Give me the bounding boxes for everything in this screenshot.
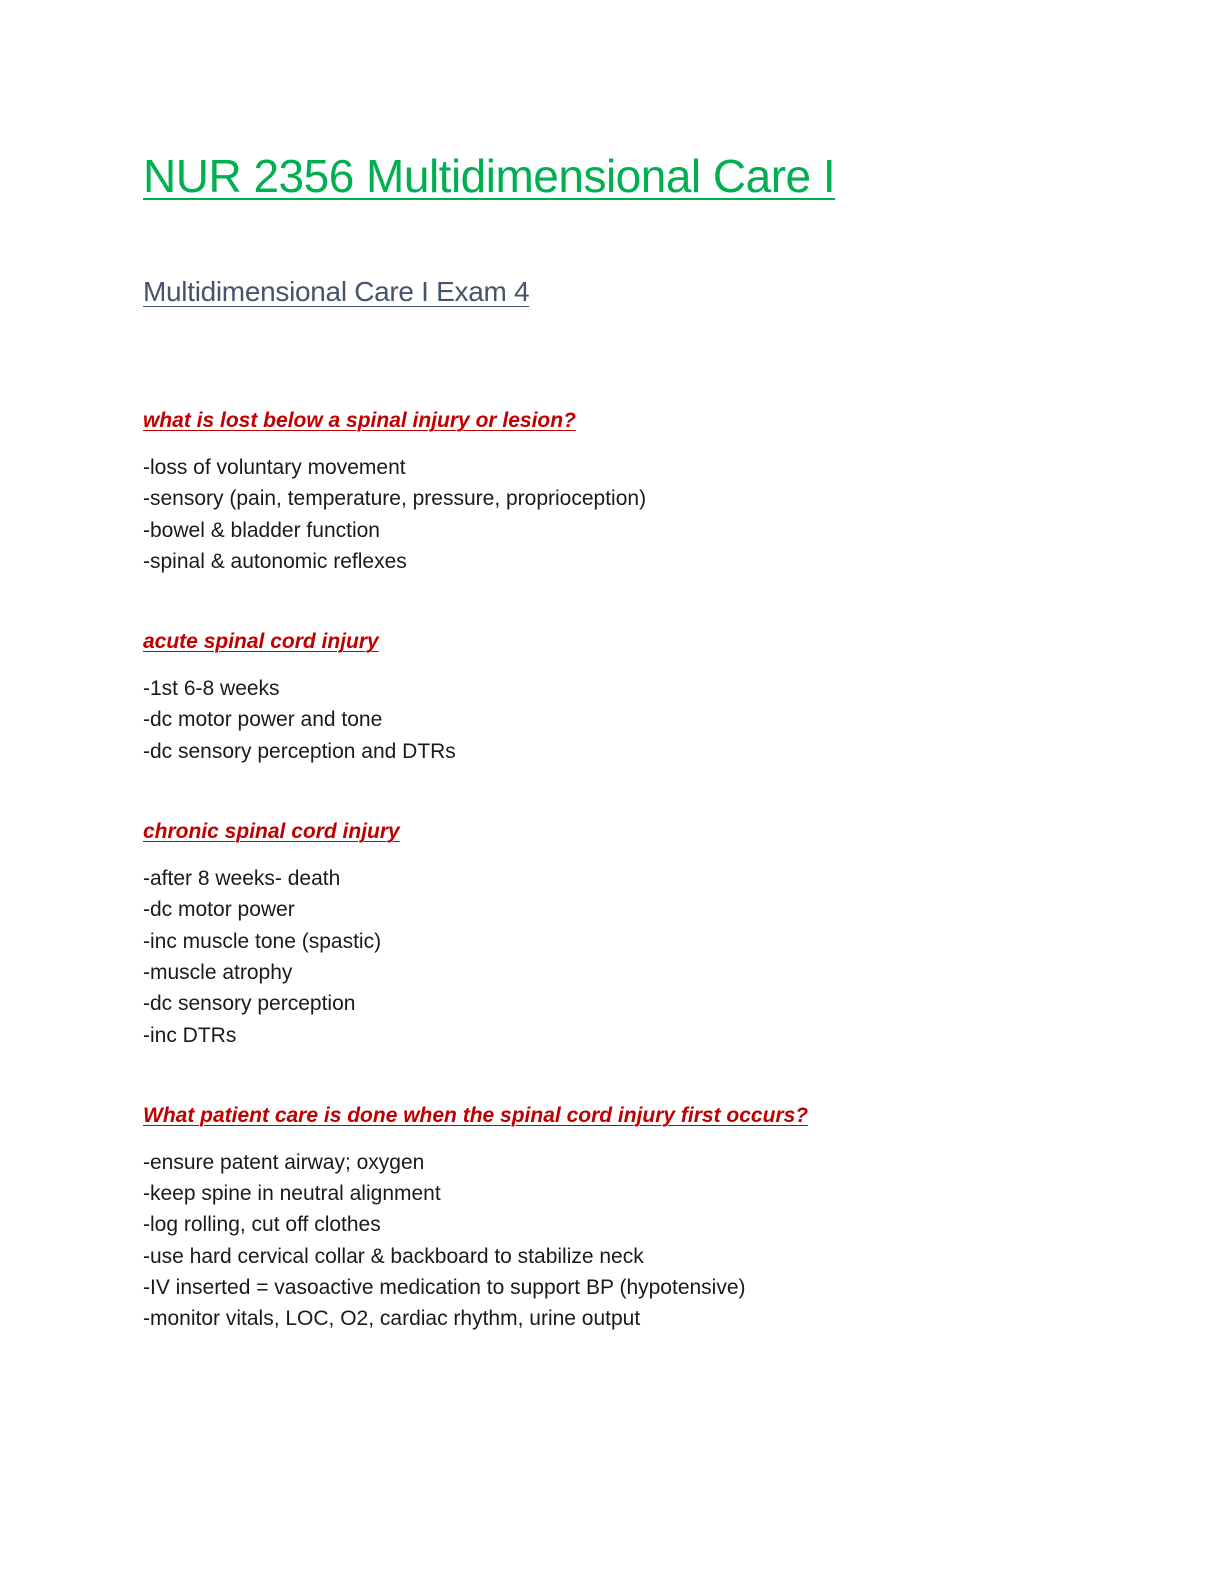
- section-line: -keep spine in neutral alignment: [143, 1182, 441, 1206]
- section-line: -dc motor power: [143, 898, 295, 922]
- section-line: -spinal & autonomic reflexes: [143, 549, 407, 573]
- section-line: -ensure patent airway; oxygen: [143, 1150, 425, 1174]
- section-line: -IV inserted = vasoactive medication to …: [143, 1276, 746, 1300]
- section-lines: -loss of voluntary movement -sensory (pa…: [143, 452, 1103, 577]
- section-line: -loss of voluntary movement: [143, 456, 406, 479]
- section-line: -1st 6-8 weeks: [143, 677, 280, 701]
- document-content: NUR 2356 Multidimensional Care I Multidi…: [143, 146, 1103, 1385]
- section-line: -after 8 weeks- death: [143, 867, 341, 891]
- section-line: -dc motor power and tone: [143, 708, 383, 732]
- section-heading: what is lost below a spinal injury or le…: [143, 409, 576, 432]
- section-line: -muscle atrophy: [143, 960, 293, 984]
- section-line: -use hard cervical collar & backboard to…: [143, 1244, 644, 1268]
- sections-container: what is lost below a spinal injury or le…: [143, 406, 1103, 1335]
- section-line: -log rolling, cut off clothes: [143, 1213, 381, 1237]
- section-heading: What patient care is done when the spina…: [143, 1103, 809, 1127]
- section-line: -bowel & bladder function: [143, 518, 380, 542]
- section-lines: -1st 6-8 weeks -dc motor power and tone …: [143, 673, 1103, 767]
- section-line: -inc DTRs: [143, 1023, 237, 1047]
- section-line: -sensory (pain, temperature, pressure, p…: [143, 487, 647, 511]
- section-lines: -ensure patent airway; oxygen -keep spin…: [143, 1147, 1103, 1335]
- section-lines: -after 8 weeks- death -dc motor power -i…: [143, 863, 1103, 1051]
- section-lost-below-injury: what is lost below a spinal injury or le…: [143, 406, 1103, 577]
- document-subtitle: Multidimensional Care I Exam 4: [143, 276, 530, 307]
- section-initial-patient-care: What patient care is done when the spina…: [143, 1101, 1103, 1335]
- section-line: -dc sensory perception and DTRs: [143, 739, 456, 763]
- section-chronic-injury: chronic spinal cord injury -after 8 week…: [143, 817, 1103, 1051]
- section-heading: chronic spinal cord injury: [143, 820, 400, 844]
- section-line: -inc muscle tone (spastic): [143, 929, 382, 953]
- section-line: -monitor vitals, LOC, O2, cardiac rhythm…: [143, 1307, 641, 1331]
- section-heading: acute spinal cord injury: [143, 630, 379, 654]
- section-acute-injury: acute spinal cord injury -1st 6-8 weeks …: [143, 627, 1103, 767]
- section-line: -dc sensory perception: [143, 992, 356, 1016]
- document-title: NUR 2356 Multidimensional Care I: [143, 150, 836, 202]
